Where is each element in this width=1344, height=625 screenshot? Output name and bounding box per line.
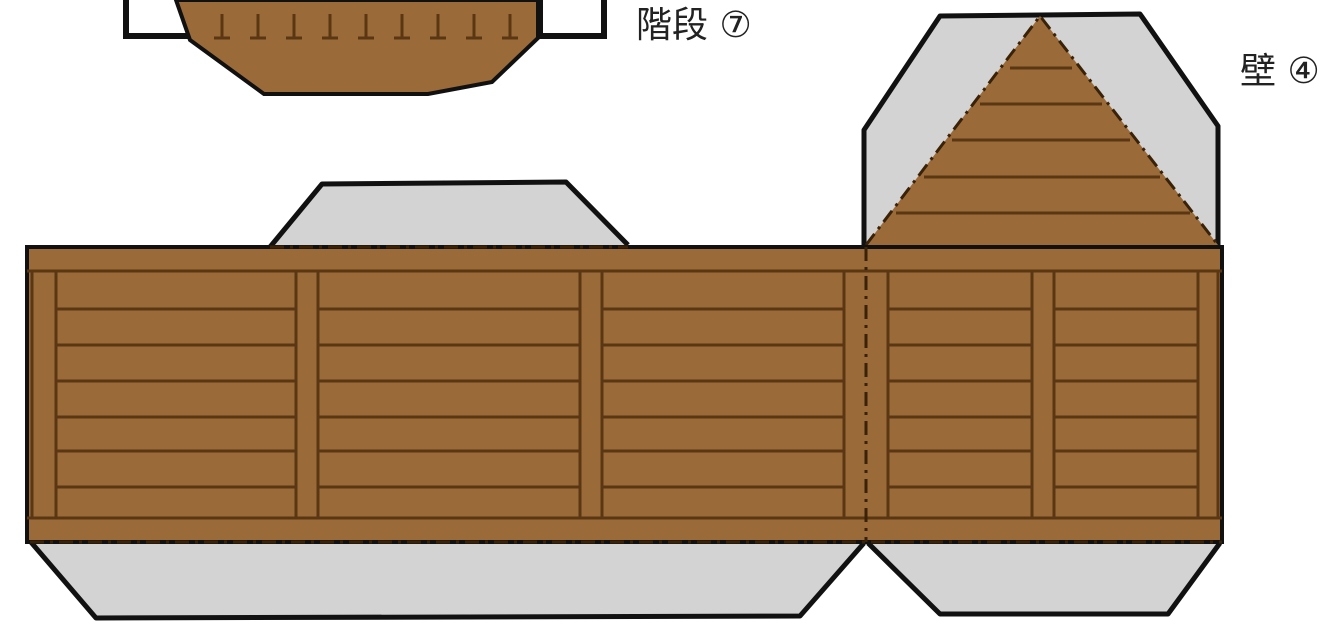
bottom-left-glue-flap: [28, 539, 866, 621]
stairs-body: [173, 0, 540, 96]
wall-panel: [25, 245, 1224, 544]
wall-post: [294, 269, 320, 520]
gable-triangle: [864, 13, 1220, 246]
stairs-piece: [123, 0, 607, 96]
wall-rails: [27, 269, 1222, 520]
stairs-part-label: 階段 ⑦: [636, 5, 752, 46]
wall-post: [1196, 269, 1220, 520]
wall-post: [30, 269, 58, 520]
gable-board-lines: [896, 66, 1190, 215]
gable-fold-line: [864, 13, 1220, 246]
wall-post: [1030, 269, 1056, 520]
top-glue-flap: [268, 179, 630, 249]
stairs-step-lines: [214, 14, 518, 40]
wall-part-label: 壁 ④: [1240, 51, 1320, 92]
wall-plank-lines: [56, 307, 1200, 489]
bottom-right-glue-flap: [866, 541, 1223, 617]
wall-post: [578, 269, 604, 520]
wall-fold-lines: [30, 245, 1222, 544]
wall-body: [25, 245, 1224, 544]
